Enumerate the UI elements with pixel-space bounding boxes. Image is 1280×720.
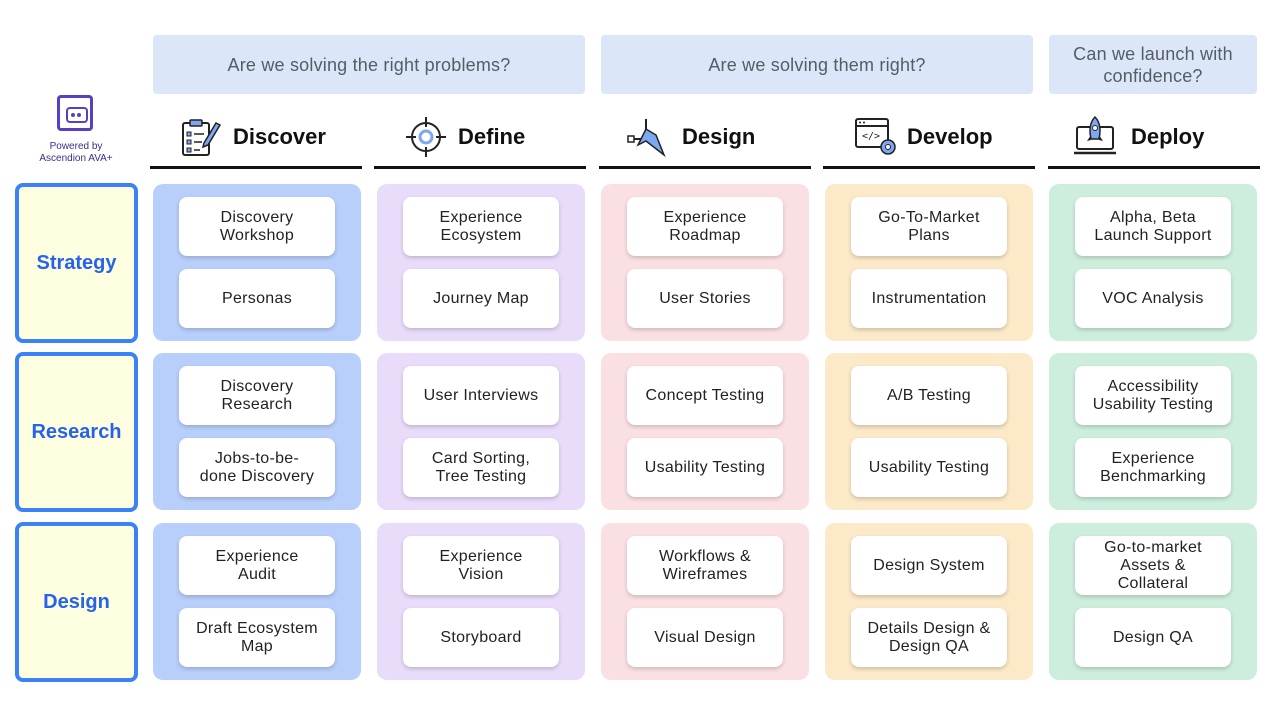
activity-card: Experience Audit (179, 536, 335, 595)
target-icon (404, 115, 448, 164)
activity-card: Experience Vision (403, 536, 559, 595)
activity-card: User Interviews (403, 366, 559, 425)
question-banner-discover-define: Are we solving the right problems? (153, 35, 585, 94)
activity-card: Workflows & Wireframes (627, 536, 783, 595)
activity-card: Card Sorting, Tree Testing (403, 438, 559, 497)
phase-underline (374, 166, 586, 169)
activity-card: Details Design & Design QA (851, 608, 1007, 667)
activity-card: Experience Roadmap (627, 197, 783, 256)
activity-card: Draft Ecosystem Map (179, 608, 335, 667)
activity-card: Journey Map (403, 269, 559, 328)
activity-card: Personas (179, 269, 335, 328)
phase-underline (1048, 166, 1260, 169)
activity-card: Visual Design (627, 608, 783, 667)
activity-card: Concept Testing (627, 366, 783, 425)
activity-card: A/B Testing (851, 366, 1007, 425)
row-label-design: Design (15, 522, 138, 682)
activity-card: User Stories (627, 269, 783, 328)
activity-card: Go-To-Market Plans (851, 197, 1007, 256)
question-banner-design-develop: Are we solving them right? (601, 35, 1033, 94)
phase-title-deploy: Deploy (1131, 124, 1205, 149)
logo-caption: Powered by Ascendion AVA+ (39, 141, 113, 164)
phase-underline (823, 166, 1035, 169)
clipboard-pencil-icon (178, 115, 222, 164)
activity-card: Experience Ecosystem (403, 197, 559, 256)
activity-card: Storyboard (403, 608, 559, 667)
activity-card: Go-to-market Assets & Collateral (1075, 536, 1231, 595)
phase-title-develop: Develop (907, 124, 993, 149)
activity-card: Alpha, Beta Launch Support (1075, 197, 1231, 256)
code-window-gear-icon: </> (854, 113, 898, 162)
phase-underline (150, 166, 362, 169)
rocket-laptop-icon (1073, 113, 1117, 162)
phase-underline (599, 166, 811, 169)
phase-title-define: Define (458, 124, 526, 149)
activity-card: Instrumentation (851, 269, 1007, 328)
question-banner-deploy: Can we launch with confidence? (1049, 35, 1257, 94)
activity-card: VOC Analysis (1075, 269, 1231, 328)
ava-logo-icon (57, 95, 93, 131)
activity-card: Design QA (1075, 608, 1231, 667)
activity-card: Design System (851, 536, 1007, 595)
vector-pen-icon (626, 115, 670, 164)
row-label-research: Research (15, 352, 138, 512)
activity-card: Discovery Research (179, 366, 335, 425)
activity-card: Discovery Workshop (179, 197, 335, 256)
activity-card: Accessibility Usability Testing (1075, 366, 1231, 425)
svg-text:</>: </> (862, 131, 880, 142)
activity-card: Jobs-to-be- done Discovery (179, 438, 335, 497)
activity-card: Usability Testing (627, 438, 783, 497)
phase-title-design: Design (682, 124, 756, 149)
row-label-strategy: Strategy (15, 183, 138, 343)
activity-card: Usability Testing (851, 438, 1007, 497)
phase-title-discover: Discover (233, 124, 326, 149)
activity-card: Experience Benchmarking (1075, 438, 1231, 497)
